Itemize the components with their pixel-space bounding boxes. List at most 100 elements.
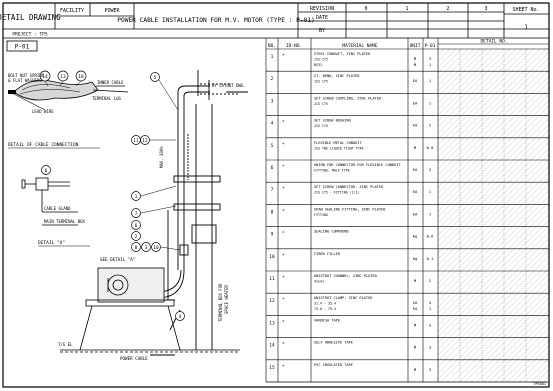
hatch-line <box>494 327 549 382</box>
svg-text:3: 3 <box>145 245 148 251</box>
hatch-line <box>530 363 549 382</box>
bolt-nut-label: BOLT NUT SPRING <box>8 73 45 78</box>
header-material: MATERIAL NAME <box>342 43 378 49</box>
row-qty: 2 <box>429 278 431 283</box>
row-qty: 3 <box>429 56 431 61</box>
row-no: 12 <box>269 298 275 304</box>
terminal-lug-label: TERMINAL LUG <box>92 96 121 101</box>
row-no: 4 <box>271 121 274 127</box>
hatch-line <box>438 69 549 182</box>
detail-a-label: DETAIL "A" <box>38 240 65 246</box>
row-material: UNISTRUT CHANNEL, ZINC PLATED <box>314 274 377 278</box>
material-table-grid <box>265 38 549 383</box>
row-qty: 2 <box>429 123 431 128</box>
row-material: JIS C75 <box>314 102 328 106</box>
row-unit: EA <box>413 123 418 128</box>
hatch-line <box>476 309 549 382</box>
hatch-line <box>438 49 475 86</box>
callout-14: 14 <box>42 74 48 80</box>
hatch-line <box>438 237 549 350</box>
callout-3 <box>141 242 151 252</box>
hatch-line <box>438 105 549 218</box>
row-id: * <box>282 275 285 281</box>
row-material: JIS C75 <box>314 80 328 84</box>
callout-5 <box>150 72 160 82</box>
row-id: * <box>282 53 285 59</box>
svg-text:12: 12 <box>142 138 148 144</box>
row-qty: 3 <box>429 367 431 372</box>
motor <box>60 267 240 353</box>
hatch-line <box>438 49 511 122</box>
row-id: * <box>282 253 285 259</box>
row-unit: EA <box>413 167 418 172</box>
row-unit: EA <box>413 189 418 194</box>
hatch-line <box>542 375 549 382</box>
row-qty: 2 <box>429 167 431 172</box>
drawing-title: POWER CABLE INSTALLATION FOR M.V. MOTOR … <box>117 17 314 24</box>
hatch-line <box>438 135 549 248</box>
hatch-line <box>438 249 549 362</box>
row-material: FIBER FILLER <box>314 252 341 256</box>
row-qty: 3 <box>429 322 431 327</box>
type-tag: P-01 <box>15 44 30 51</box>
row-material: SET SCREW BUSHING <box>314 119 351 123</box>
row-qty: 1 <box>429 62 432 67</box>
row-qty: 0.8 <box>427 145 435 150</box>
row-unit: M <box>414 367 417 372</box>
hatch-line <box>438 141 549 254</box>
hatch-line <box>438 57 549 170</box>
row-unit: M <box>414 56 417 61</box>
title-block <box>2 3 549 39</box>
row-no: 2 <box>271 76 274 82</box>
row-unit: M <box>414 322 417 327</box>
svg-text:6: 6 <box>45 168 48 174</box>
hatch-line <box>438 75 549 188</box>
hatch-line <box>438 117 549 230</box>
hatch-line <box>438 49 523 134</box>
hatch-line <box>438 183 549 296</box>
hatch-line <box>438 147 549 260</box>
detail-a-callout <box>41 165 51 175</box>
svg-text:10: 10 <box>153 245 159 251</box>
hatch-line <box>470 303 549 382</box>
space-heater-label: SPACE HEATER <box>224 285 229 314</box>
row-id: * <box>282 342 285 348</box>
hatch-line <box>438 225 549 338</box>
row-material: ST. BEND, ZINC PLATED <box>314 74 359 78</box>
row-unit: EA <box>413 211 418 216</box>
hatch-line <box>438 219 549 332</box>
tol-label: T/G EL <box>58 342 73 347</box>
hatch-line <box>438 87 549 200</box>
row-material: UNION FOR CONNECTOR FOR FLEXIBLE CONDUIT <box>314 163 401 167</box>
row-material: FITTING <box>314 213 328 217</box>
hatch-line <box>438 153 549 266</box>
hatch-line <box>438 63 549 176</box>
row-id: * <box>282 186 285 192</box>
hatch-line <box>438 255 549 368</box>
hatch-line <box>438 231 549 344</box>
detail-drawing-label: DETAIL DRAWING <box>0 13 61 22</box>
lead-wire-label: LEAD WIRE <box>32 109 54 114</box>
facility-value: POWER <box>104 8 120 14</box>
row-id: * <box>282 231 285 237</box>
row-material: JIS C75 - FITTING (2:1) <box>314 191 360 195</box>
row-unit: EA <box>413 78 418 83</box>
hatch-line <box>438 129 549 242</box>
hatch-line <box>438 49 469 80</box>
terminal-box-label: TERMINAL BOX FOR <box>218 283 223 322</box>
row-no: 6 <box>271 165 274 171</box>
hatch-line <box>438 49 457 68</box>
callout-6 <box>131 220 141 230</box>
hatch-line <box>438 213 549 326</box>
row-no: 8 <box>271 209 274 215</box>
hatch-line <box>438 267 549 380</box>
callout-18: 18 <box>78 74 84 80</box>
row-qty: 1 <box>429 211 432 216</box>
project-label: PROJECT : TPS <box>12 32 48 38</box>
row-material: SET SCREW CONNECTOR, ZINC PLATED <box>314 185 383 189</box>
row-material: 31.4 - 35.4 <box>314 302 336 306</box>
hatch-line <box>438 81 549 194</box>
hatch-line <box>438 49 535 146</box>
